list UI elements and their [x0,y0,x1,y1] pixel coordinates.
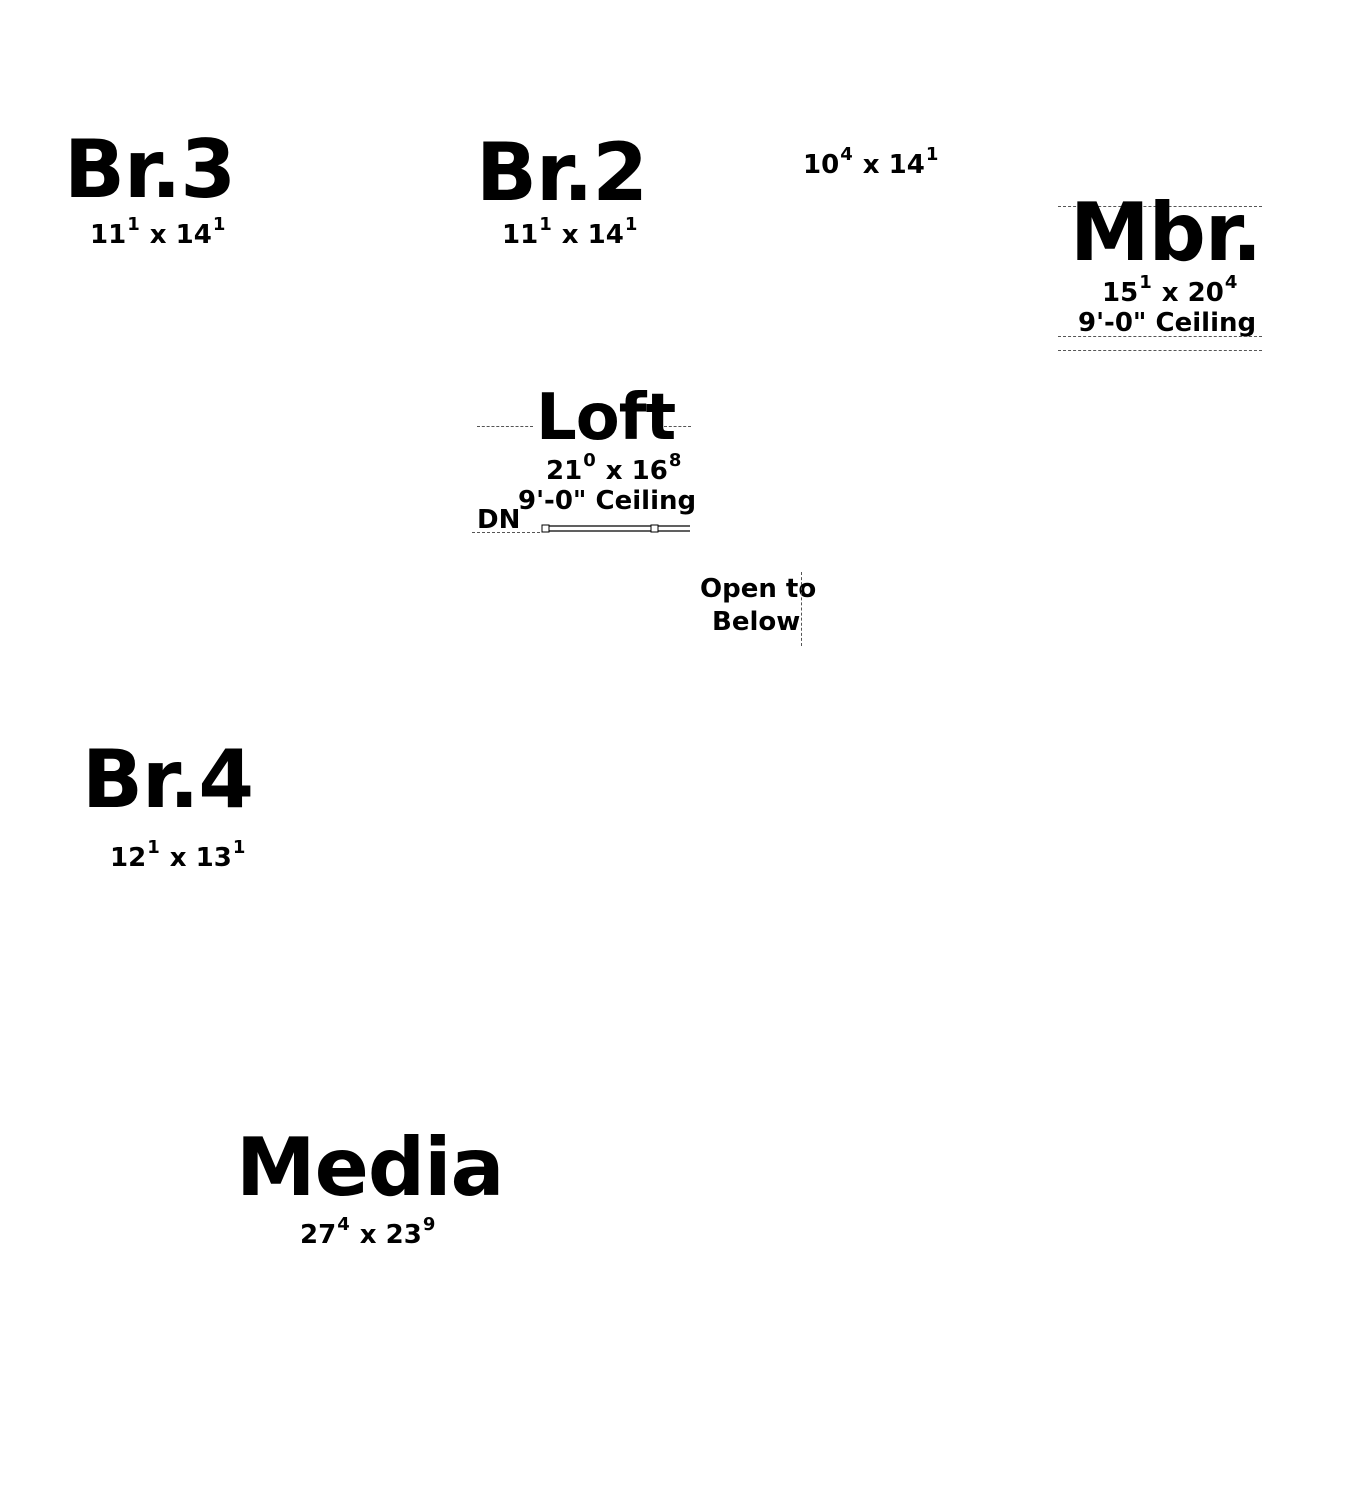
dim-width-inches: 1 [127,214,140,235]
dim-width-inches: 4 [840,144,853,165]
ceiling-line-mbr-1 [1058,336,1262,337]
ceiling-height-loft: 9'-0" Ceiling [518,486,697,516]
dim-separator: x [1161,278,1179,308]
dim-depth: 13 [195,843,232,873]
dim-depth: 20 [1187,278,1224,308]
dim-depth: 14 [587,220,624,250]
dim-width-inches: 1 [539,214,552,235]
ceiling-height-mbr: 9'-0" Ceiling [1078,308,1257,338]
dim-width: 11 [90,220,127,250]
stair-down-label: DN [477,505,521,535]
railing-post-right [650,524,659,533]
room-dimensions-closet: 104 x 141 [803,146,939,180]
dim-depth-inches: 1 [212,214,226,235]
dim-depth-inches: 1 [925,144,939,165]
room-label-br3: Br.3 [64,123,236,216]
room-dimensions-mbr: 151 x 204 [1102,274,1238,308]
room-label-mbr: Mbr. [1070,186,1262,279]
dim-width-inches: 1 [147,837,160,858]
loft-dashed-line-bottom [472,532,540,533]
dim-depth: 14 [175,220,212,250]
room-label-br4: Br.4 [82,733,254,826]
open-to-below-line2: Below [712,607,801,637]
room-label-br2: Br.2 [476,126,648,219]
open-to-below-dashed-line [801,572,802,646]
dim-separator: x [169,843,187,873]
stair-railing [541,524,690,533]
dim-depth-inches: 1 [232,837,246,858]
ceiling-line-mbr-2 [1058,350,1262,351]
dim-depth-inches: 4 [1224,272,1238,293]
room-dimensions-br4: 121 x 131 [110,839,246,873]
dim-width-inches: 4 [337,1214,350,1235]
ceiling-line-mbr-top [1058,206,1262,207]
dim-depth: 16 [631,456,668,486]
dim-width: 10 [803,150,840,180]
room-dimensions-br3: 111 x 141 [90,216,226,250]
room-dimensions-br2: 111 x 141 [502,216,638,250]
dim-width-inches: 0 [583,450,596,471]
dim-depth: 23 [385,1220,422,1250]
dim-separator: x [862,150,880,180]
room-dimensions-loft: 210 x 168 [546,452,682,486]
dim-width: 12 [110,843,147,873]
dim-width: 27 [300,1220,337,1250]
dim-depth-inches: 9 [422,1214,436,1235]
railing-post-left [541,524,550,533]
dim-width-inches: 1 [1139,272,1152,293]
dim-depth-inches: 1 [624,214,638,235]
dim-separator: x [359,1220,377,1250]
open-to-below-line1: Open to [700,574,817,604]
loft-dashed-line-right [664,426,691,427]
dim-separator: x [561,220,579,250]
dim-separator: x [605,456,623,486]
dim-depth: 14 [888,150,925,180]
room-dimensions-media: 274 x 239 [300,1216,436,1250]
dim-separator: x [149,220,167,250]
dim-width: 21 [546,456,583,486]
dim-width: 15 [1102,278,1139,308]
dim-depth-inches: 8 [668,450,682,471]
room-label-media: Media [236,1121,505,1214]
room-label-loft: Loft [536,381,676,455]
loft-dashed-line-left [477,426,533,427]
dim-width: 11 [502,220,539,250]
